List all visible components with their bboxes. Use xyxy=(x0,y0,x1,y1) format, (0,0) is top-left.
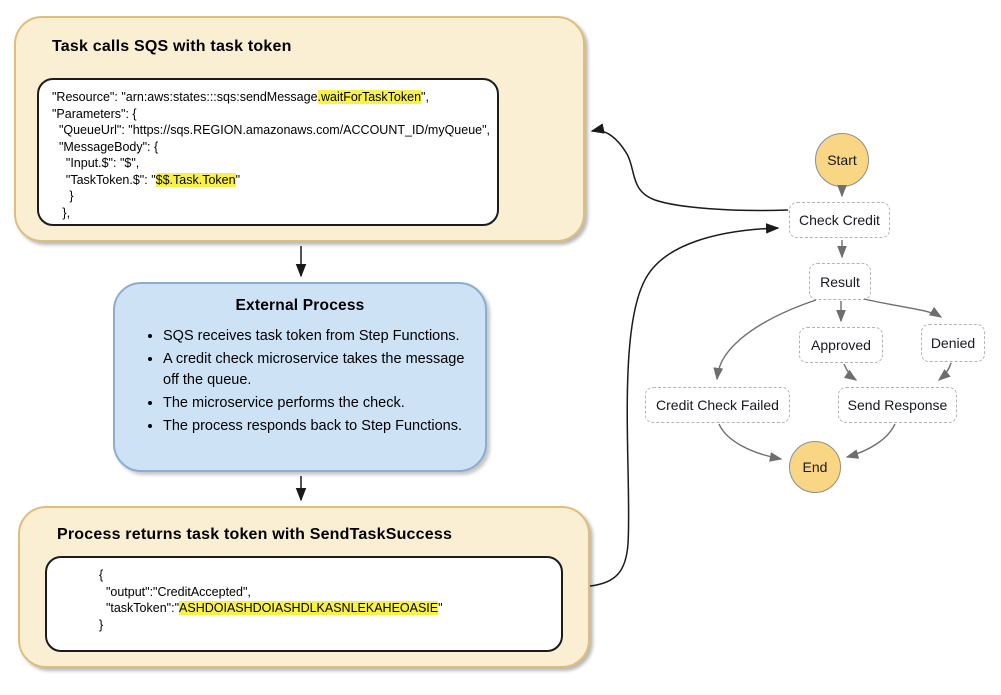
node-send-response: Send Response xyxy=(838,387,957,423)
panel-task-calls-sqs: Task calls SQS with task token "Resource… xyxy=(14,16,585,242)
edge-check-credit-to-sqs-panel xyxy=(590,123,789,212)
panel-external-process-title: External Process xyxy=(235,297,365,314)
code-line: "Parameters": { xyxy=(52,106,137,121)
highlighted-code: $$.Task.Token xyxy=(155,172,236,187)
panel-task-calls-sqs-title: Task calls SQS with task token xyxy=(52,38,292,55)
external-process-bullet-list: SQS receives task token from Step Functi… xyxy=(145,326,475,439)
code-line: { xyxy=(99,568,104,582)
edge-credit-check-failed-to-end xyxy=(718,423,783,462)
code-line: "Resource": "arn:aws:states:::sqs:sendMe… xyxy=(52,90,429,104)
node-denied: Denied xyxy=(921,324,985,362)
code-line: "QueueUrl": "https://sqs.REGION.amazonaw… xyxy=(52,123,491,137)
code-line: } xyxy=(52,189,74,203)
edge-result-to-denied xyxy=(863,298,943,318)
highlighted-code: .waitForTaskToken xyxy=(317,90,422,104)
bullet-item: SQS receives task token from Step Functi… xyxy=(163,326,475,347)
node-end: End xyxy=(789,441,841,493)
panel-external-process: External Process SQS receives task token… xyxy=(113,282,487,472)
send-task-success-code-block: { "output":"CreditAccepted", "taskToken"… xyxy=(45,556,563,652)
panel-send-task-success: Process returns task token with SendTask… xyxy=(18,506,590,668)
sqs-code-block: "Resource": "arn:aws:states:::sqs:sendMe… xyxy=(37,78,499,226)
code-line: "MessageBody": { xyxy=(52,139,159,154)
edge-send-response-to-end xyxy=(845,423,896,459)
bullet-item: The microservice performs the check. xyxy=(163,393,475,414)
code-line: "TaskToken.$": "$$.Task.Token" xyxy=(52,172,240,187)
panel-send-task-success-title: Process returns task token with SendTask… xyxy=(57,526,453,543)
highlighted-code: ASHDOIASHDOIASHDLKASNLEKAHEOASIE xyxy=(179,601,439,615)
code-line: "output":"CreditAccepted", xyxy=(99,584,251,599)
bullet-item: The process responds back to Step Functi… xyxy=(163,416,475,437)
edge-approved-to-send-response xyxy=(843,363,858,381)
code-line: "Input.$": "$", xyxy=(52,156,140,170)
node-start: Start xyxy=(815,133,869,187)
node-check-credit: Check Credit xyxy=(789,202,890,238)
bullet-item: A credit check microservice takes the me… xyxy=(163,349,475,391)
code-line: }, xyxy=(52,205,71,220)
edge-denied-to-send-response xyxy=(937,362,952,381)
code-line: "taskToken":"ASHDOIASHDOIASHDLKASNLEKAHE… xyxy=(99,601,443,615)
node-credit-check-failed: Credit Check Failed xyxy=(645,387,790,423)
node-result: Result xyxy=(809,263,871,300)
code-line: } xyxy=(99,617,104,632)
node-approved: Approved xyxy=(799,327,883,363)
